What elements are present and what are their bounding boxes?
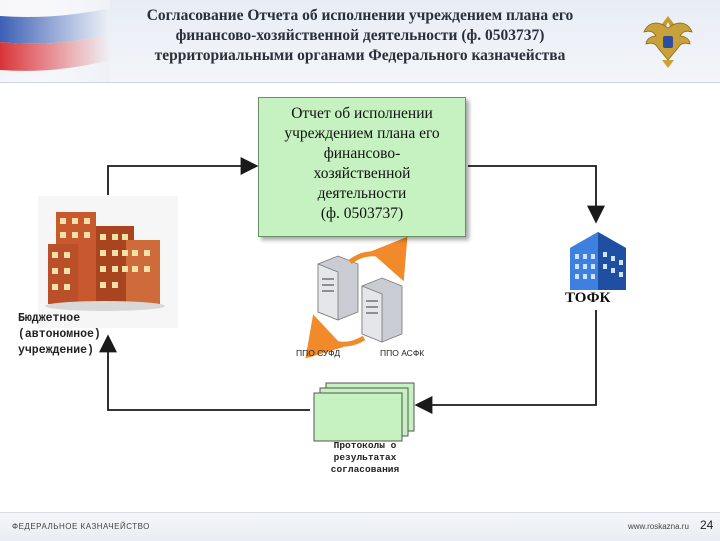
title-line: финансово-хозяйственной деятельности (ф.… — [175, 27, 545, 44]
page-title: Согласование Отчета об исполнении учрежд… — [110, 6, 610, 66]
institution-building-icon — [38, 196, 178, 328]
report-line: (ф. 0503737) — [320, 205, 404, 222]
report-line: хозяйственной — [313, 165, 411, 182]
server-asfk-icon — [361, 277, 403, 343]
report-form-box: Отчет об исполнении учреждением плана ег… — [258, 97, 466, 237]
protocols-label-line: согласования — [330, 464, 400, 475]
report-line: учреждением плана его — [284, 125, 440, 142]
protocols-label-line: результатах — [333, 452, 397, 463]
slide-footer: ФЕДЕРАЛЬНОЕ КАЗНАЧЕЙСТВО www.roskazna.ru… — [0, 512, 720, 541]
report-line: финансово- — [323, 145, 401, 162]
protocols-label-line: Протоколы о — [333, 440, 397, 451]
tofk-building-icon — [570, 232, 626, 290]
title-line: Согласование Отчета об исполнении учрежд… — [146, 7, 574, 24]
arrow-institution-to-report — [107, 157, 259, 195]
double-headed-eagle-emblem-icon — [643, 16, 693, 68]
arrow-report-to-tofk — [468, 165, 605, 224]
server-sufd-label: ППО СУФД — [296, 348, 341, 358]
page-number: 24 — [700, 518, 714, 532]
server-asfk-label: ППО АСФК — [380, 348, 425, 358]
tofk-label: ТОФК — [565, 290, 611, 306]
institution-label-line: (автономное) — [18, 328, 101, 341]
slide-header: Согласование Отчета об исполнении учрежд… — [0, 0, 720, 83]
protocol-documents-icon — [313, 382, 415, 442]
arrow-tofk-to-protocols — [414, 310, 597, 414]
footer-website-link[interactable]: www.roskazna.ru — [628, 522, 689, 531]
arrow-protocols-to-institution — [99, 334, 310, 411]
sync-arrow-top-icon — [348, 236, 408, 282]
russian-flag-graphic — [0, 0, 110, 82]
protocols-label: Протоколы о результатах согласования — [315, 440, 415, 476]
institution-label: Бюджетное (автономное) учреждение) — [18, 311, 118, 359]
report-line: деятельности — [317, 185, 407, 202]
server-sufd-icon — [317, 255, 359, 321]
institution-label-line: учреждение) — [18, 344, 94, 357]
footer-organization: ФЕДЕРАЛЬНОЕ КАЗНАЧЕЙСТВО — [12, 522, 150, 531]
title-line: территориальными органами Федерального к… — [154, 47, 566, 64]
institution-label-line: Бюджетное — [18, 312, 81, 325]
sync-arrow-bottom-icon — [305, 314, 366, 359]
report-line: Отчет об исполнении — [291, 105, 433, 122]
